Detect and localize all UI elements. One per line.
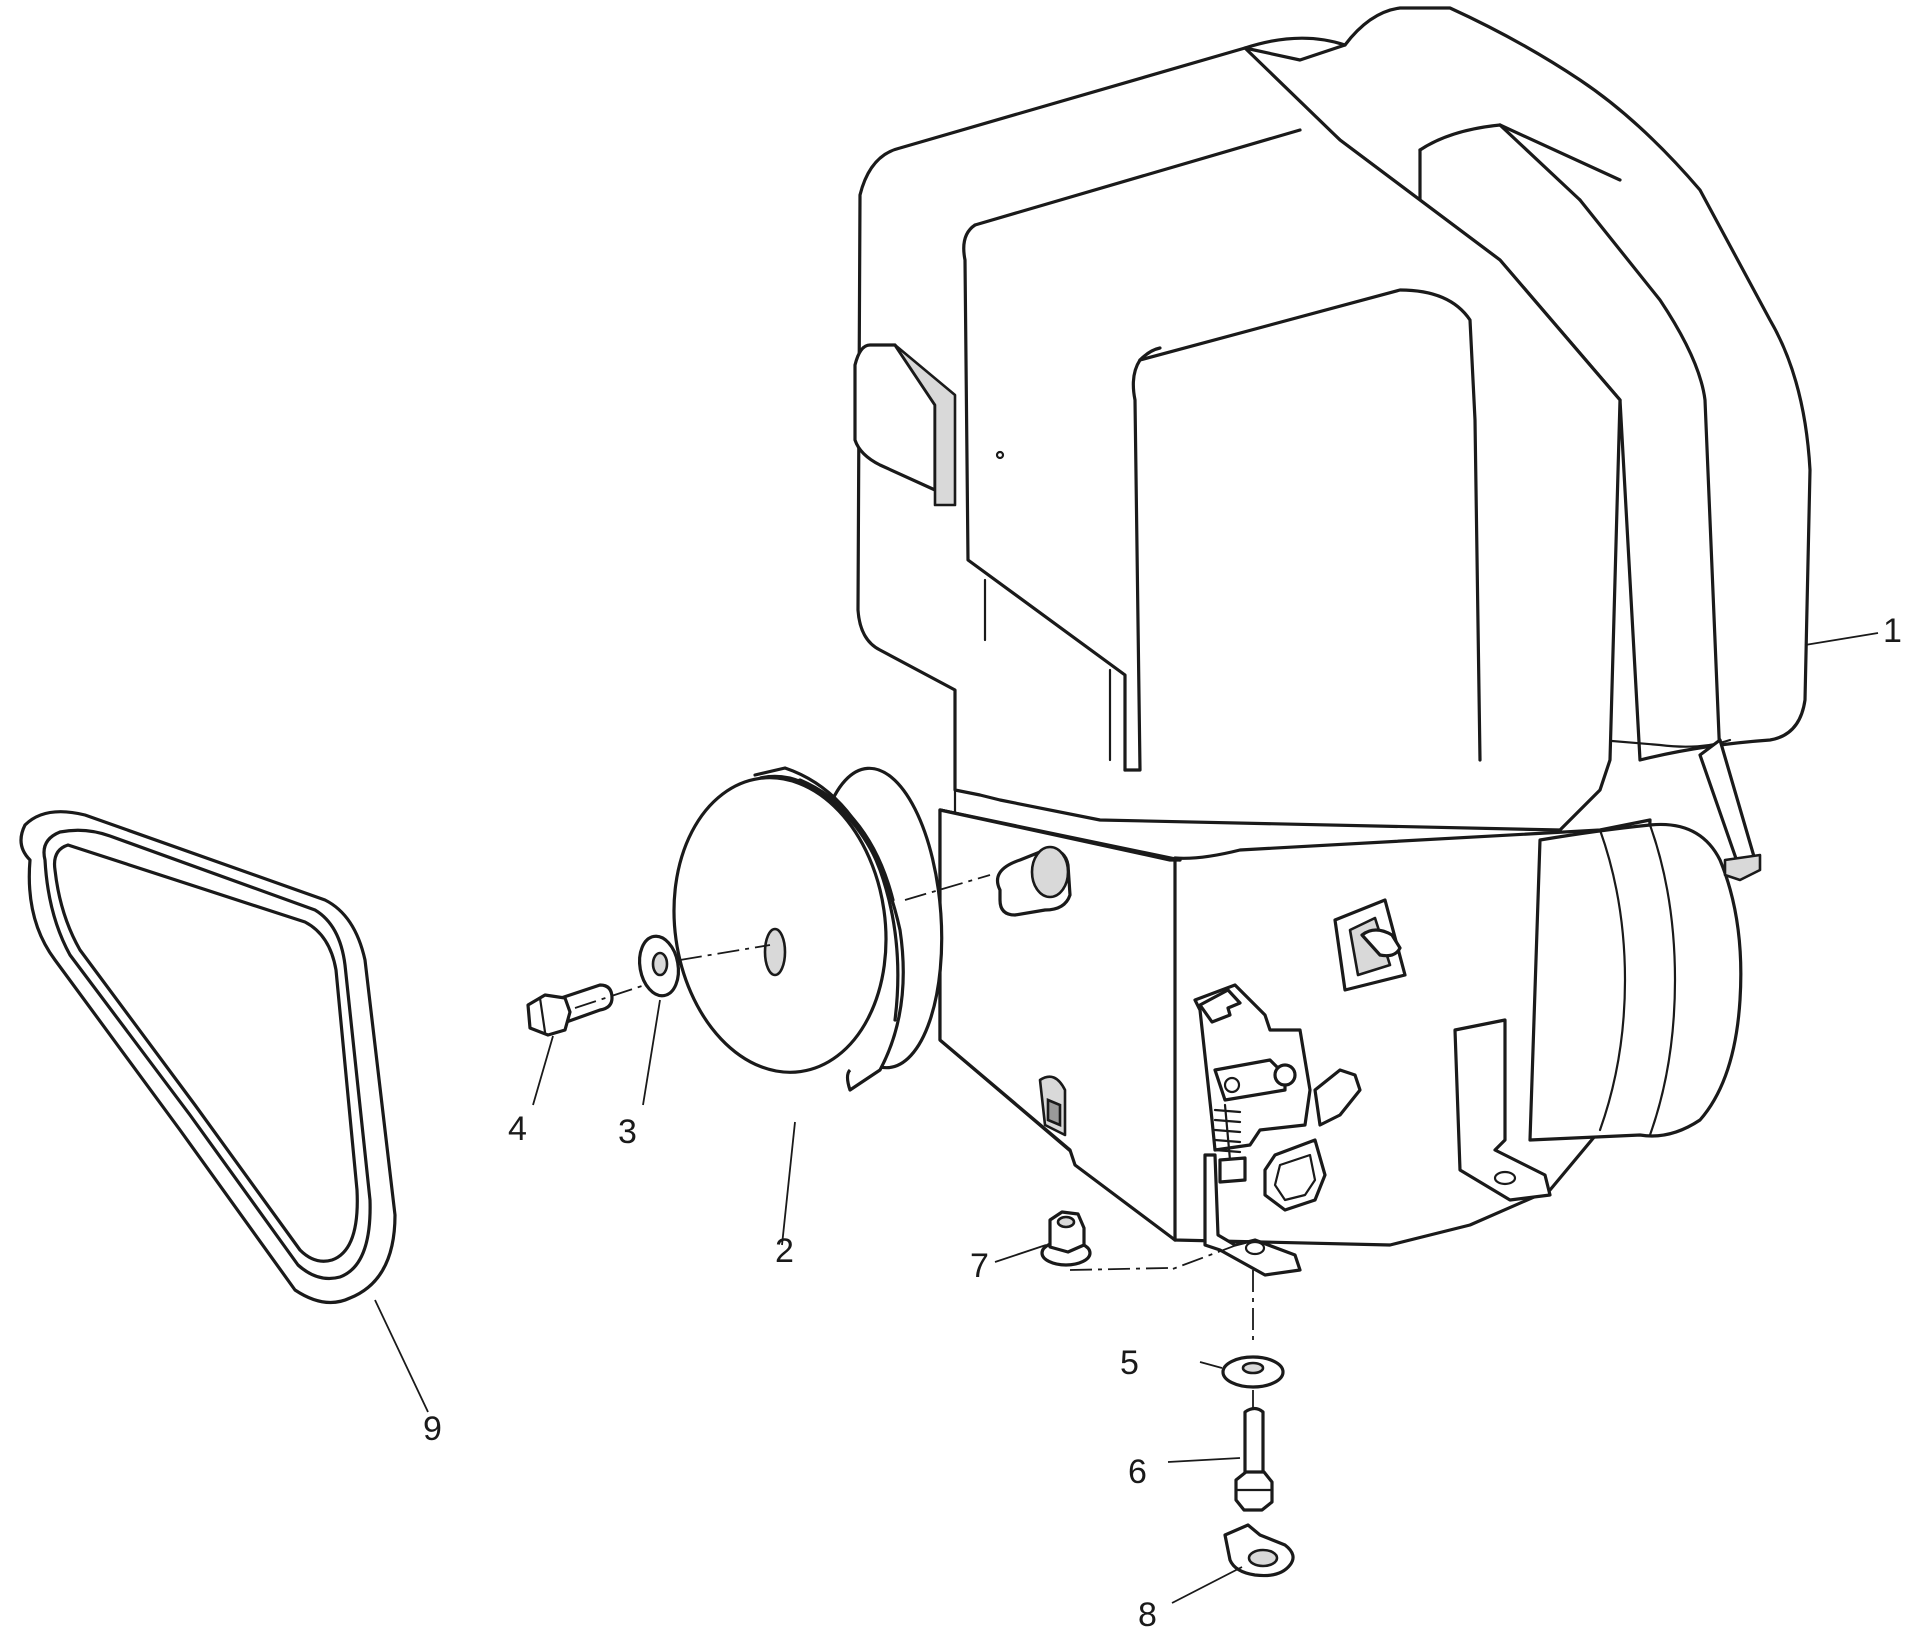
callout-6: 6 (1128, 1453, 1147, 1491)
v-belt (19, 810, 397, 1305)
leader-lines (374, 632, 1879, 1604)
callout-1: 1 (1883, 612, 1902, 650)
callout-labels: 1 2 3 4 5 6 7 8 9 (423, 612, 1902, 1629)
callout-9: 9 (423, 1410, 442, 1448)
callout-8: 8 (1138, 1596, 1157, 1629)
callout-5: 5 (1120, 1344, 1139, 1382)
flange-nut-7 (1040, 1210, 1092, 1267)
callout-2: 2 (775, 1232, 794, 1270)
washer-3 (637, 934, 681, 998)
assembly-centerlines (574, 874, 1254, 1410)
bolt-4 (526, 983, 614, 1037)
callout-3: 3 (618, 1113, 637, 1151)
lock-washer-8 (1223, 1523, 1295, 1578)
pulley (672, 766, 944, 1092)
washer-5 (1221, 1355, 1285, 1389)
callout-7: 7 (970, 1247, 989, 1285)
bolt-6 (1234, 1406, 1274, 1512)
callout-4: 4 (508, 1110, 527, 1148)
engine-assembly (853, 6, 1812, 1277)
